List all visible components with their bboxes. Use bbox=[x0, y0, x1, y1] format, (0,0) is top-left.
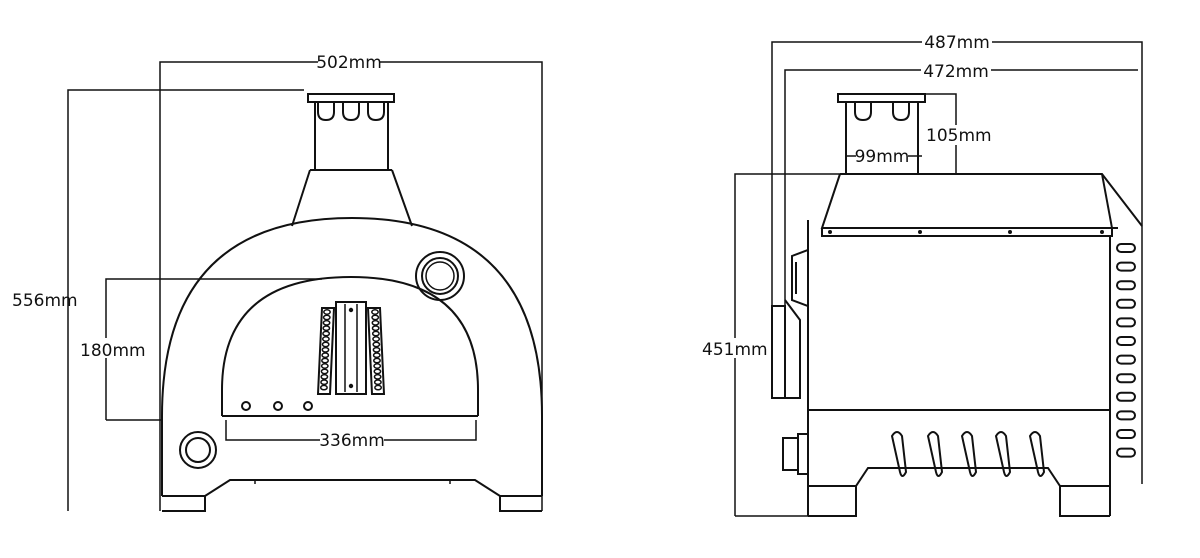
burner-hole bbox=[372, 352, 381, 359]
rear-slot bbox=[1116, 354, 1136, 365]
side-door-handle bbox=[771, 305, 786, 399]
depth-body-dimension-line bbox=[784, 69, 1138, 396]
burner-hole bbox=[372, 346, 381, 353]
burner-hole bbox=[372, 336, 381, 342]
thermometer-gauge bbox=[415, 251, 465, 301]
rear-slot bbox=[1116, 336, 1136, 346]
rear-slot bbox=[1116, 298, 1136, 309]
burner-hole bbox=[320, 373, 329, 380]
chimney-base bbox=[291, 169, 413, 227]
burner-hole bbox=[322, 330, 331, 337]
mouth-height-label: 180mm bbox=[80, 341, 146, 361]
burner-hole bbox=[320, 379, 329, 386]
height-label: 556mm bbox=[12, 291, 78, 311]
burner-hole bbox=[322, 325, 331, 332]
burner-hole bbox=[373, 373, 382, 380]
burner-hole bbox=[321, 346, 330, 353]
control-hole bbox=[273, 401, 283, 411]
burner-hole bbox=[371, 309, 379, 315]
rear-slot bbox=[1116, 447, 1136, 458]
burner-hole bbox=[371, 314, 380, 321]
rear-slots bbox=[1116, 243, 1136, 458]
burner-hole bbox=[321, 352, 330, 359]
rear-slot bbox=[1116, 410, 1136, 421]
side-chimney-pipe bbox=[845, 102, 919, 174]
burner-hole bbox=[320, 363, 329, 369]
burner-hole bbox=[373, 357, 381, 364]
depth-overall-label: 487mm bbox=[924, 33, 990, 53]
burner-hole bbox=[374, 384, 383, 391]
burner-hole bbox=[373, 379, 382, 386]
rear-slot bbox=[1116, 243, 1136, 253]
mouth-height-dimension-line bbox=[105, 278, 322, 420]
side-height-label: 451mm bbox=[702, 340, 768, 360]
vent-slot bbox=[890, 431, 908, 477]
vent-slot bbox=[1028, 431, 1046, 477]
control-hole bbox=[241, 401, 251, 411]
burner-hole bbox=[373, 368, 382, 375]
burner-hole bbox=[373, 363, 382, 369]
mouth-width-label: 336mm bbox=[319, 431, 385, 451]
burner-hole bbox=[372, 341, 381, 348]
oven-base bbox=[162, 479, 542, 497]
depth-overall-dimension-line bbox=[771, 41, 1143, 484]
chimney-cap bbox=[307, 93, 395, 103]
control-hole bbox=[303, 401, 313, 411]
rear-slot bbox=[1116, 391, 1136, 402]
vent-slots bbox=[890, 431, 1046, 477]
rear-slot bbox=[1116, 317, 1136, 328]
depth-body-label: 472mm bbox=[923, 62, 989, 82]
vent-slot bbox=[926, 431, 944, 477]
burner-hole bbox=[321, 336, 330, 342]
vent-slot bbox=[960, 431, 978, 477]
burner-hole bbox=[323, 309, 331, 315]
front-view: 502mm 556mm 180mm 336mm bbox=[12, 53, 543, 512]
burner-hole bbox=[322, 314, 331, 321]
burner-hole bbox=[320, 368, 329, 375]
oven-mouth bbox=[221, 275, 479, 416]
side-view: 487mm 472mm 105mm 99mm 451mm bbox=[702, 33, 1143, 517]
width-label: 502mm bbox=[316, 53, 382, 73]
side-height-dimension-line bbox=[734, 173, 840, 516]
chimney-height-label: 105mm bbox=[926, 126, 992, 146]
side-chimney-cap bbox=[837, 93, 926, 103]
rear-slot bbox=[1116, 373, 1136, 384]
burner-hole bbox=[371, 325, 380, 332]
side-gas-knob bbox=[782, 437, 799, 471]
burner-module bbox=[316, 301, 386, 395]
burner-hole bbox=[371, 330, 380, 337]
burner-hole bbox=[321, 341, 330, 348]
outer-dome bbox=[161, 216, 543, 417]
chimney-diameter-label: 99mm bbox=[855, 147, 910, 167]
burner-hole bbox=[371, 319, 380, 326]
burner-hole bbox=[319, 384, 328, 391]
roof bbox=[820, 173, 1143, 229]
chimney-height-dimension-line bbox=[922, 93, 957, 174]
rear-slot bbox=[1116, 261, 1136, 272]
side-body bbox=[807, 236, 1111, 516]
side-thermometer bbox=[791, 248, 809, 308]
height-dimension-line bbox=[67, 89, 304, 511]
vent-slot bbox=[994, 431, 1012, 477]
rear-slot bbox=[1116, 429, 1136, 439]
side-base bbox=[808, 467, 1110, 487]
burner-hole bbox=[321, 357, 329, 364]
chimney-pipe bbox=[314, 102, 389, 170]
rear-slot bbox=[1116, 280, 1136, 291]
burner-hole bbox=[322, 319, 331, 326]
gas-knob bbox=[179, 431, 217, 469]
